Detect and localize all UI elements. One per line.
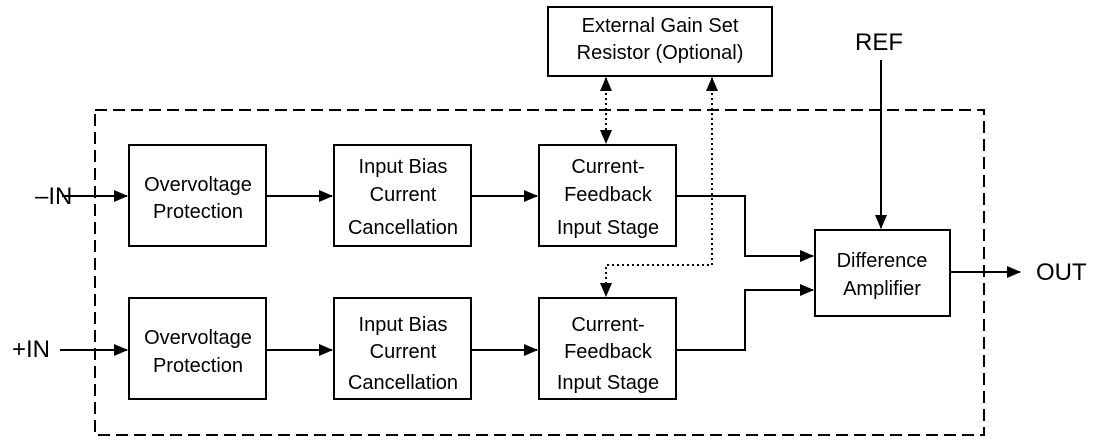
- input-bias-cancellation-bottom-block: Input Bias Current Cancellation: [333, 297, 472, 400]
- diff-amp-line2: Amplifier: [843, 278, 921, 300]
- diff-amp-line1: Difference: [837, 250, 928, 272]
- cfb-bot-line3: Input Stage: [557, 372, 659, 394]
- difference-amplifier-block: Difference Amplifier: [814, 229, 951, 317]
- current-feedback-stage-bottom-block: Current- Feedback Input Stage: [538, 297, 677, 400]
- cfb-bot-line1: Current-: [571, 314, 644, 336]
- cfb-top-line2: Feedback: [564, 184, 653, 206]
- ibc-bot-line3: Cancellation: [348, 372, 458, 394]
- gain-to-cfb-bot-link: [600, 77, 718, 297]
- overvoltage-protection-top-block: Overvoltage Protection: [128, 144, 267, 247]
- ibc-bot-line1: Input Bias: [359, 314, 448, 336]
- ovp-bot-line2: Protection: [153, 355, 243, 377]
- ovp-top-line2: Protection: [153, 201, 243, 223]
- external-gain-resistor-block: External Gain Set Resistor (Optional): [547, 6, 773, 77]
- cfb-top-line3: Input Stage: [557, 217, 659, 239]
- ovp-top-line1: Overvoltage: [144, 174, 252, 196]
- ibc-top-line2: Current: [370, 184, 437, 206]
- pos-in-label: +IN: [12, 336, 50, 363]
- ibc-top-line3: Cancellation: [348, 217, 458, 239]
- ovp-bot-line1: Overvoltage: [144, 327, 252, 349]
- input-bias-cancellation-top-block: Input Bias Current Cancellation: [333, 144, 472, 247]
- cfb-top-to-diff-wire: [676, 195, 814, 262]
- ibc-top-line1: Input Bias: [359, 156, 448, 178]
- ibc-bot-line2: Current: [370, 341, 437, 363]
- overvoltage-protection-bottom-block: Overvoltage Protection: [128, 297, 267, 400]
- cfb-top-line1: Current-: [571, 156, 644, 178]
- current-feedback-stage-top-block: Current- Feedback Input Stage: [538, 144, 677, 247]
- external-gain-line2: Resistor (Optional): [577, 42, 744, 64]
- cfb-bot-line2: Feedback: [564, 341, 653, 363]
- external-gain-line1: External Gain Set: [582, 15, 739, 37]
- cfb-bot-to-diff-wire: [676, 284, 814, 351]
- ref-label: REF: [855, 29, 903, 56]
- out-label: OUT: [1036, 259, 1087, 286]
